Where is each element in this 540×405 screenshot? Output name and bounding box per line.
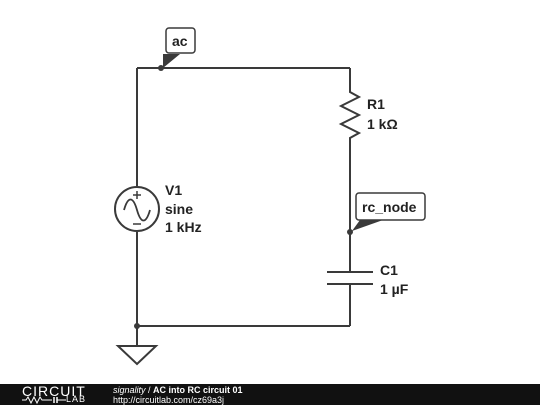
capacitor-c1[interactable] <box>327 271 373 285</box>
logo-wave-icon <box>22 396 66 404</box>
c1-name-label: C1 <box>380 262 398 278</box>
logo-text-top: CIRCUIT <box>22 383 86 399</box>
schematic-canvas: ac rc_node R1 1 kΩ V1 sine 1 kHz C1 1 µF <box>114 27 426 366</box>
node-tag-rc-node-label: rc_node <box>362 199 417 215</box>
v1-type-label: sine <box>165 201 193 217</box>
resistor-r1[interactable] <box>338 88 362 142</box>
ground-symbol[interactable] <box>115 345 159 366</box>
v1-name-label: V1 <box>165 182 182 198</box>
v1-freq-label: 1 kHz <box>165 219 202 235</box>
junction-ac[interactable] <box>158 65 164 71</box>
r1-name-label: R1 <box>367 96 385 112</box>
circuit-url-link[interactable]: http://circuitlab.com/cz69a3j <box>113 395 225 405</box>
junction-rc-node[interactable] <box>347 229 353 235</box>
footer-title-line: signality / AC into RC circuit 01 <box>113 385 243 395</box>
wires <box>136 67 351 346</box>
logo-text-bottom: LAB <box>66 394 87 404</box>
sine-source-v1[interactable] <box>114 186 160 232</box>
c1-value-label: 1 µF <box>380 281 409 297</box>
circuit-title: AC into RC circuit 01 <box>153 385 243 395</box>
circuitlab-logo[interactable]: CIRCUIT LAB <box>22 384 102 405</box>
node-tag-ac[interactable]: ac <box>163 27 196 68</box>
title-separator: / <box>145 385 154 395</box>
author-link[interactable]: signality <box>113 385 146 395</box>
node-tag-rc-node[interactable]: rc_node <box>352 192 426 231</box>
junction-ground[interactable] <box>134 323 140 329</box>
footer-bar: CIRCUIT LAB signality / AC into RC circu… <box>0 384 540 405</box>
r1-value-label: 1 kΩ <box>367 116 398 132</box>
node-tag-ac-label: ac <box>172 33 188 49</box>
